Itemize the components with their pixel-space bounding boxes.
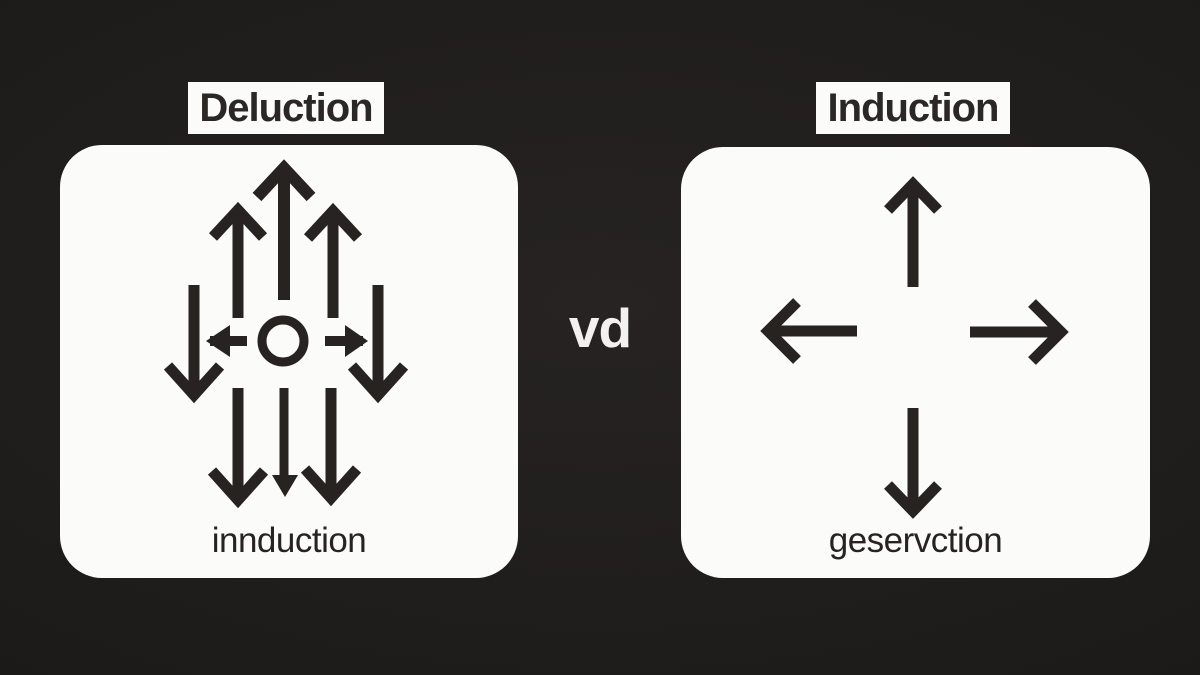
- left-title-box: Deluction: [188, 82, 384, 134]
- four-outward-arrows-icon: [760, 176, 1069, 519]
- left-arrow-icon: [760, 298, 857, 364]
- right-caption: geservction: [828, 521, 1003, 560]
- down-arrow-bottom-left-icon: [207, 388, 269, 509]
- left-title-label: Deluction: [199, 85, 373, 130]
- left-caption: innduction: [211, 521, 367, 560]
- down-arrow-icon: [884, 408, 942, 519]
- left-arrow-from-circle-icon: [206, 325, 247, 357]
- right-card: geservction: [681, 147, 1150, 578]
- up-arrow-right-icon: [303, 202, 363, 318]
- versus-label: vd: [568, 297, 632, 359]
- up-arrow-center-icon: [252, 159, 316, 300]
- up-arrow-icon: [884, 176, 942, 287]
- down-arrow-bottom-right-icon: [300, 388, 362, 507]
- down-arrow-far-left-icon: [163, 285, 225, 404]
- right-title-label: Induction: [827, 85, 1000, 130]
- up-arrow-left-icon: [208, 201, 268, 318]
- right-arrow-from-circle-icon: [325, 325, 368, 357]
- down-arrow-bottom-center-icon: [272, 388, 298, 497]
- center-circle-icon: [257, 315, 309, 367]
- down-arrow-far-right-icon: [347, 285, 409, 404]
- left-card: innduction: [60, 145, 518, 578]
- right-title-box: Induction: [816, 82, 1010, 134]
- right-arrow-icon: [970, 299, 1069, 365]
- converging-diverging-arrows-icon: [163, 159, 409, 509]
